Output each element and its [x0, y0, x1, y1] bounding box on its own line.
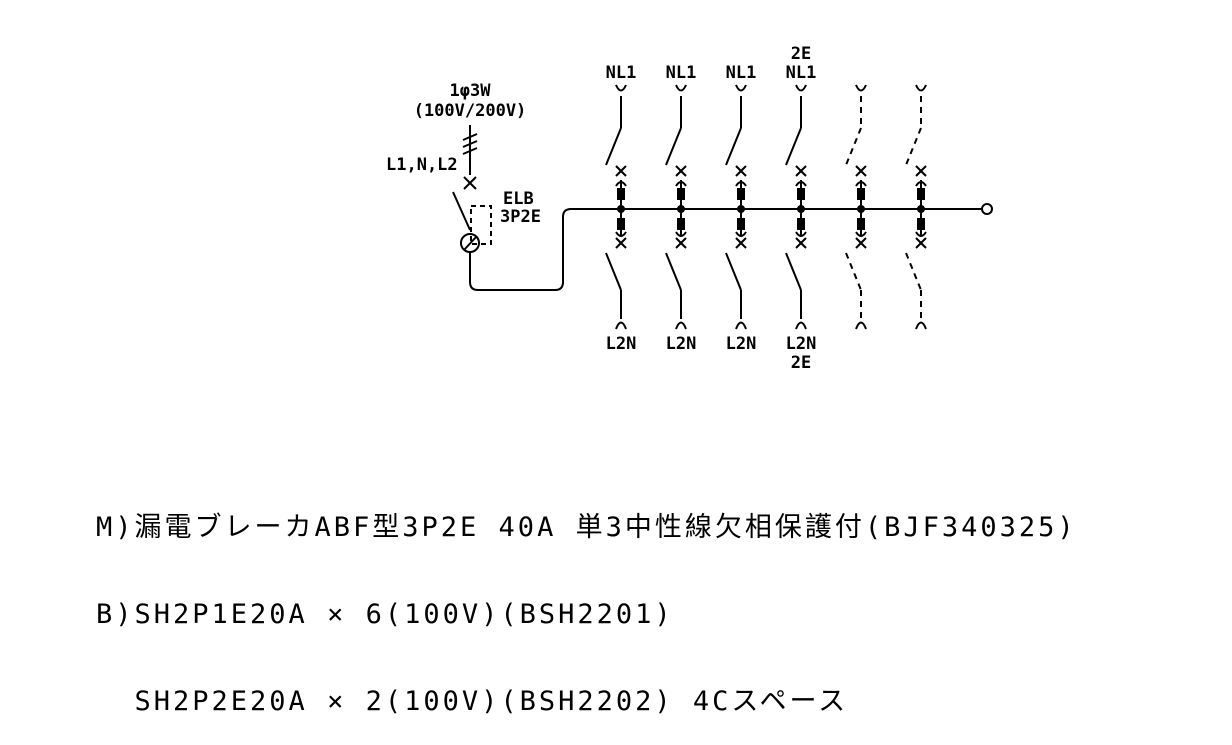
- branch-circuit: [785, 84, 807, 330]
- branch-upper-arc: [795, 181, 807, 187]
- branch-top-terminal: [915, 84, 927, 92]
- branch-top-switch: [785, 127, 802, 166]
- branch-bottom-x: [915, 237, 927, 249]
- branch-lower-arc: [735, 231, 747, 237]
- branch-top-switch: [725, 127, 742, 166]
- main-breaker-name: ELB: [503, 189, 534, 209]
- branch-top-switch: [605, 127, 622, 166]
- branch-bottom-label: L2N: [726, 334, 757, 354]
- branch-lower-contact: [797, 218, 805, 230]
- branch-bus-node: [797, 205, 805, 213]
- main-feed-wire: [469, 208, 982, 291]
- branch-top-switch: [845, 127, 862, 166]
- supply-phases-label: L1,N,L2: [386, 155, 458, 175]
- branch-bus-node: [857, 205, 865, 213]
- branch-bottom-x: [735, 237, 747, 249]
- branch-top-switch: [665, 127, 682, 166]
- branch-circuit: [725, 84, 747, 330]
- branch-lower-arc: [855, 231, 867, 237]
- branch-bottom-switch: [605, 252, 622, 291]
- branch-top-label: NL1: [786, 63, 817, 83]
- branch-top-terminal: [795, 84, 807, 92]
- branch-bottom-x: [615, 237, 627, 249]
- branch-lower-contact: [917, 218, 925, 230]
- branch-upper-arc: [735, 181, 747, 187]
- branch-bottom-x: [795, 237, 807, 249]
- branch-top-label: NL1: [606, 63, 637, 83]
- note-branch-breakers-2: SH2P2E20A × 2(100V)(BSH2202) 4Cスペース: [96, 686, 849, 717]
- branch-bottom-terminal: [855, 321, 867, 330]
- branch-top-x: [795, 165, 807, 177]
- branch-upper-contact: [917, 188, 925, 200]
- branch-top-terminal: [615, 84, 627, 92]
- branch-bottom-switch: [905, 252, 922, 291]
- bus-end-terminal: [981, 203, 993, 215]
- branch-bus-node: [737, 205, 745, 213]
- branch-upper-contact: [857, 188, 865, 200]
- branch-bottom-switch: [785, 252, 802, 291]
- branch-top-x: [675, 165, 687, 177]
- branch-lower-contact: [677, 218, 685, 230]
- main-breaker-symbol: [452, 191, 492, 253]
- branch-bottom-extra-label: 2E: [791, 353, 811, 373]
- single-line-diagram: 1φ3W (100V/200V) L1,N,L2 ELB 3P2E NL1L2N…: [386, 44, 993, 373]
- branch-bus-node: [617, 205, 625, 213]
- branch-bottom-switch: [845, 252, 862, 291]
- branch-bottom-x: [675, 237, 687, 249]
- branch-bottom-switch: [665, 252, 682, 291]
- branch-upper-arc: [615, 181, 627, 187]
- incoming-line: [462, 125, 478, 175]
- branch-top-label: NL1: [726, 63, 757, 83]
- branch-bottom-terminal: [735, 321, 747, 330]
- branch-bus-node: [917, 205, 925, 213]
- note-branch-breakers-1: B)SH2P1E20A × 6(100V)(BSH2201): [96, 599, 674, 630]
- branch-lower-contact: [617, 218, 625, 230]
- branch-upper-contact: [677, 188, 685, 200]
- branch-bottom-terminal: [675, 321, 687, 330]
- branch-lower-arc: [915, 231, 927, 237]
- branch-top-extra-label: 2E: [791, 44, 811, 64]
- branch-bottom-x: [855, 237, 867, 249]
- branch-bottom-switch: [725, 252, 742, 291]
- branch-circuit: [665, 84, 687, 330]
- branch-top-switch: [905, 127, 922, 166]
- branch-circuit: [605, 84, 627, 330]
- supply-system-label: 1φ3W: [450, 81, 492, 101]
- branch-lower-arc: [795, 231, 807, 237]
- branch-bottom-label: L2N: [786, 334, 817, 354]
- branch-top-terminal: [675, 84, 687, 92]
- branch-upper-arc: [675, 181, 687, 187]
- branch-upper-arc: [855, 181, 867, 187]
- branch-upper-contact: [617, 188, 625, 200]
- branch-lower-contact: [857, 218, 865, 230]
- branch-bus-node: [677, 205, 685, 213]
- branch-top-x: [855, 165, 867, 177]
- supply-voltage-label: (100V/200V): [414, 101, 527, 121]
- branch-circuit: [905, 84, 927, 330]
- branch-top-x: [735, 165, 747, 177]
- branch-bottom-terminal: [915, 321, 927, 330]
- main-breaker-poles: 3P2E: [500, 207, 541, 227]
- main-breaker-terminal-x: [463, 176, 477, 190]
- branch-top-x: [615, 165, 627, 177]
- note-main-breaker: M)漏電ブレーカABF型3P2E 40A 単3中性線欠相保護付(BJF34032…: [96, 512, 1077, 543]
- branch-top-x: [915, 165, 927, 177]
- branch-bottom-terminal: [615, 321, 627, 330]
- branch-upper-contact: [797, 188, 805, 200]
- branch-lower-arc: [675, 231, 687, 237]
- equipment-notes: M)漏電ブレーカABF型3P2E 40A 単3中性線欠相保護付(BJF34032…: [96, 455, 1077, 745]
- branch-circuit: [845, 84, 867, 330]
- branch-bottom-label: L2N: [666, 334, 697, 354]
- branch-bottom-terminal: [795, 321, 807, 330]
- branch-top-label: NL1: [666, 63, 697, 83]
- branch-bottom-label: L2N: [606, 334, 637, 354]
- branch-upper-contact: [737, 188, 745, 200]
- branch-upper-arc: [915, 181, 927, 187]
- branch-top-terminal: [855, 84, 867, 92]
- branch-top-terminal: [735, 84, 747, 92]
- branch-lower-arc: [615, 231, 627, 237]
- branch-lower-contact: [737, 218, 745, 230]
